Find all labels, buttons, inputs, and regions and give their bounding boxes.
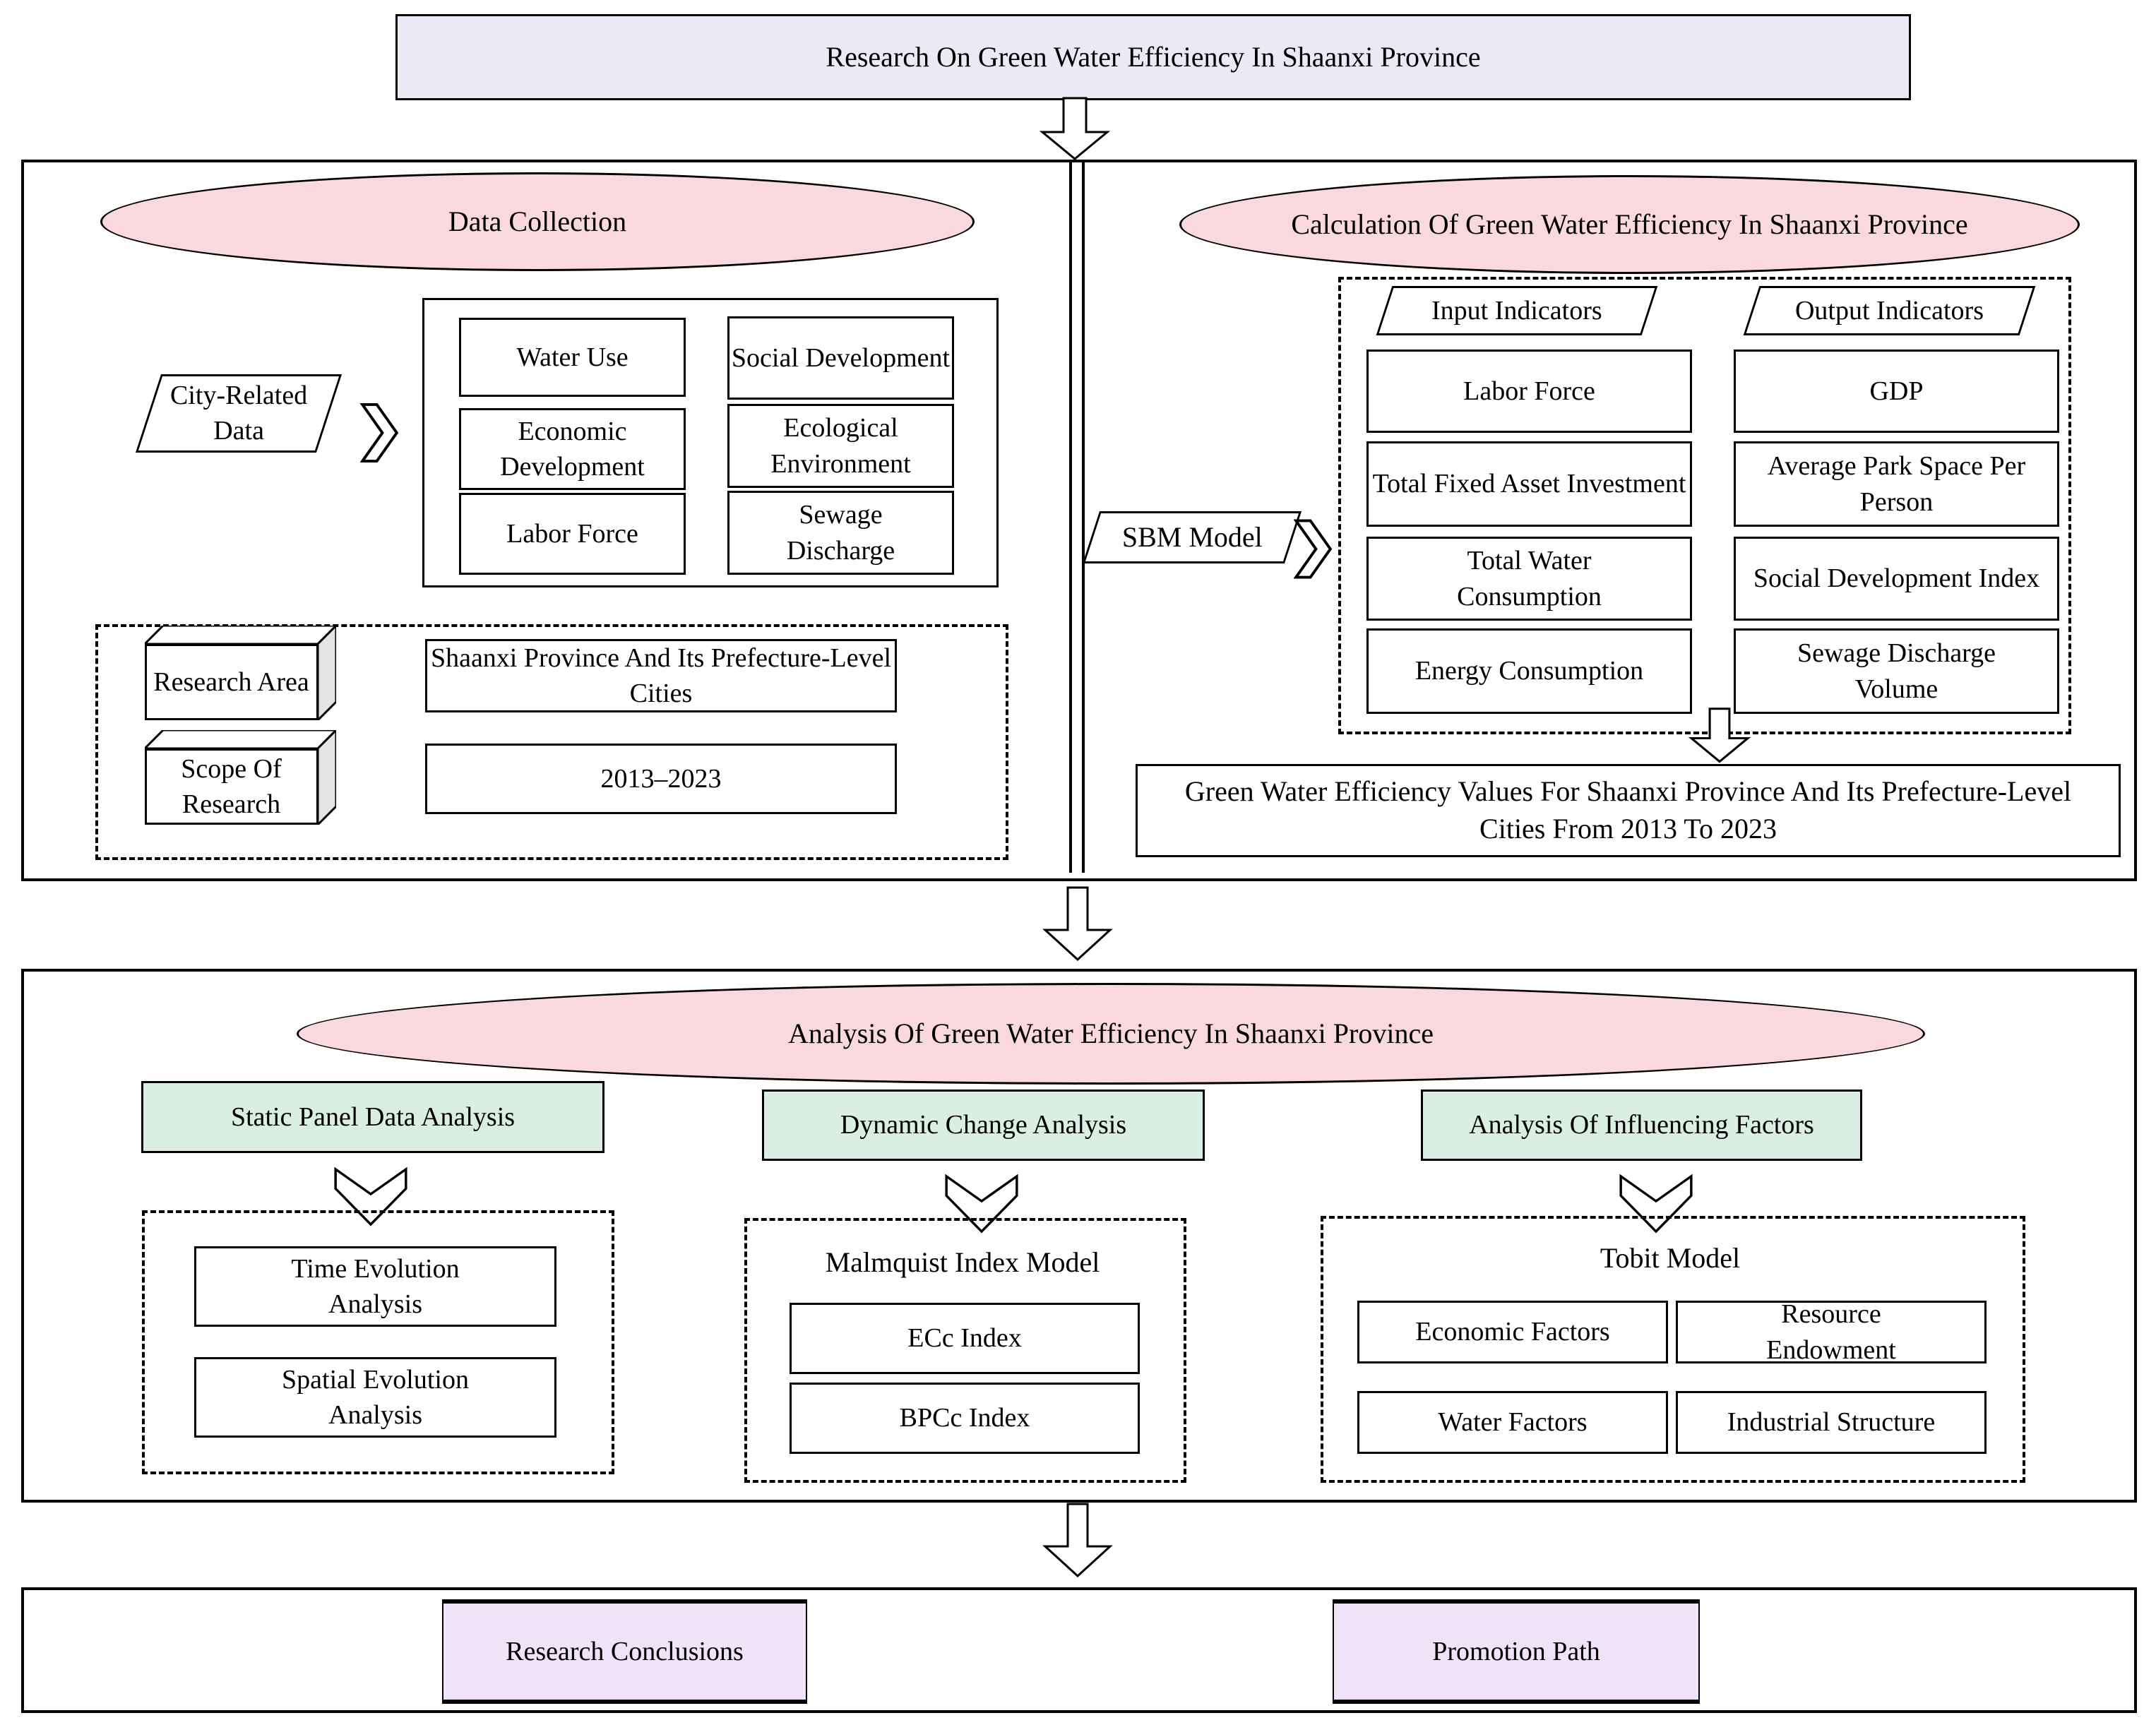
category-economic-development: Economic Development [459,408,686,490]
output-gdp: GDP [1734,350,2059,433]
branch-analysis-of-influencing-factors: Analysis Of Influencing Factors [1421,1090,1862,1161]
city-related-data-label: City-Related Data [169,381,308,446]
category-social-development: Social Development [727,316,954,400]
research-area-label: Research Area [153,667,309,697]
sbm-model-parallelogram: SBM Model [1082,511,1302,563]
efficiency-result-box: Green Water Efficiency Values For Shaanx… [1136,764,2121,857]
malmquist-index-model-label: Malmquist Index Model [825,1246,1100,1278]
category-sewage-discharge: Sewage Discharge [727,491,954,575]
water-factors-box: Water Factors [1357,1391,1668,1454]
down-arrow-icon [1039,97,1111,160]
output-sewage-discharge-volume: Sewage Discharge Volume [1734,628,2059,714]
research-conclusions-box: Research Conclusions [442,1599,807,1704]
scope-of-research-cube: Scope Of Research [145,730,336,825]
chevron-right-icon [1294,519,1333,579]
dynamic-analysis-group [744,1218,1186,1483]
branch-dynamic-change-analysis: Dynamic Change Analysis [762,1090,1205,1161]
chevron-down-icon [1619,1174,1693,1234]
output-indicators-label: Output Indicators [1794,295,1984,326]
input-total-water-consumption: Total Water Consumption [1366,537,1692,621]
category-ecological-environment: Ecological Environment [727,404,954,488]
section-conclusions [21,1587,2137,1713]
tobit-model-label: Tobit Model [1600,1241,1741,1274]
section-analysis [21,969,2137,1503]
chevron-right-icon [360,402,399,463]
down-arrow-icon [1042,1503,1113,1578]
category-water-use: Water Use [459,318,686,397]
scope-of-research-value: 2013–2023 [425,744,897,814]
sbm-model-label: SBM Model [1121,520,1263,553]
analysis-heading: Analysis Of Green Water Efficiency In Sh… [297,983,1925,1085]
data-categories-container [422,298,999,587]
data-collection-heading: Data Collection [100,172,975,271]
input-indicators-label: Input Indicators [1431,295,1602,326]
influencing-factors-group [1321,1216,2025,1483]
input-fixed-asset-investment: Total Fixed Asset Investment [1366,441,1692,527]
research-area-cube: Research Area [145,626,336,720]
branch-static-panel-data-analysis: Static Panel Data Analysis [141,1081,604,1153]
promotion-path-box: Promotion Path [1333,1599,1700,1704]
bpcc-index-box: BPCc Index [790,1383,1140,1454]
down-arrow-icon [1042,886,1113,962]
resource-endowment-box: Resource Endowment [1676,1299,1987,1365]
down-arrow-icon [1688,708,1751,763]
section-data-and-calculation [21,160,2137,881]
output-social-development-index: Social Development Index [1734,537,2059,621]
input-indicators-parallelogram: Input Indicators [1376,286,1658,335]
static-analysis-group [142,1210,614,1474]
chevron-down-icon [334,1166,407,1226]
economic-factors-box: Economic Factors [1357,1301,1668,1363]
section-divider [1069,162,1085,873]
output-average-park-space: Average Park Space Per Person [1734,441,2059,527]
calculation-heading: Calculation Of Green Water Efficiency In… [1179,175,2080,274]
research-scope-group [95,624,1008,860]
scope-of-research-label: Scope Of Research [181,753,282,819]
chevron-down-icon [945,1174,1018,1234]
page-title: Research On Green Water Efficiency In Sh… [395,14,1911,100]
cube-shape [145,730,336,825]
research-area-value: Shaanxi Province And Its Prefecture-Leve… [425,639,897,712]
input-energy-consumption: Energy Consumption [1366,628,1692,714]
city-related-data-parallelogram: City-Related Data [135,374,343,453]
category-labor-force: Labor Force [459,493,686,575]
indicators-group [1338,277,2071,734]
time-evolution-analysis-box: Time Evolution Analysis [194,1246,556,1327]
spatial-evolution-analysis-box: Spatial Evolution Analysis [194,1357,556,1438]
ecc-index-box: ECc Index [790,1303,1140,1374]
output-indicators-parallelogram: Output Indicators [1743,286,2036,335]
cube-shape [145,626,336,720]
industrial-structure-box: Industrial Structure [1676,1391,1987,1454]
input-labor-force: Labor Force [1366,350,1692,433]
